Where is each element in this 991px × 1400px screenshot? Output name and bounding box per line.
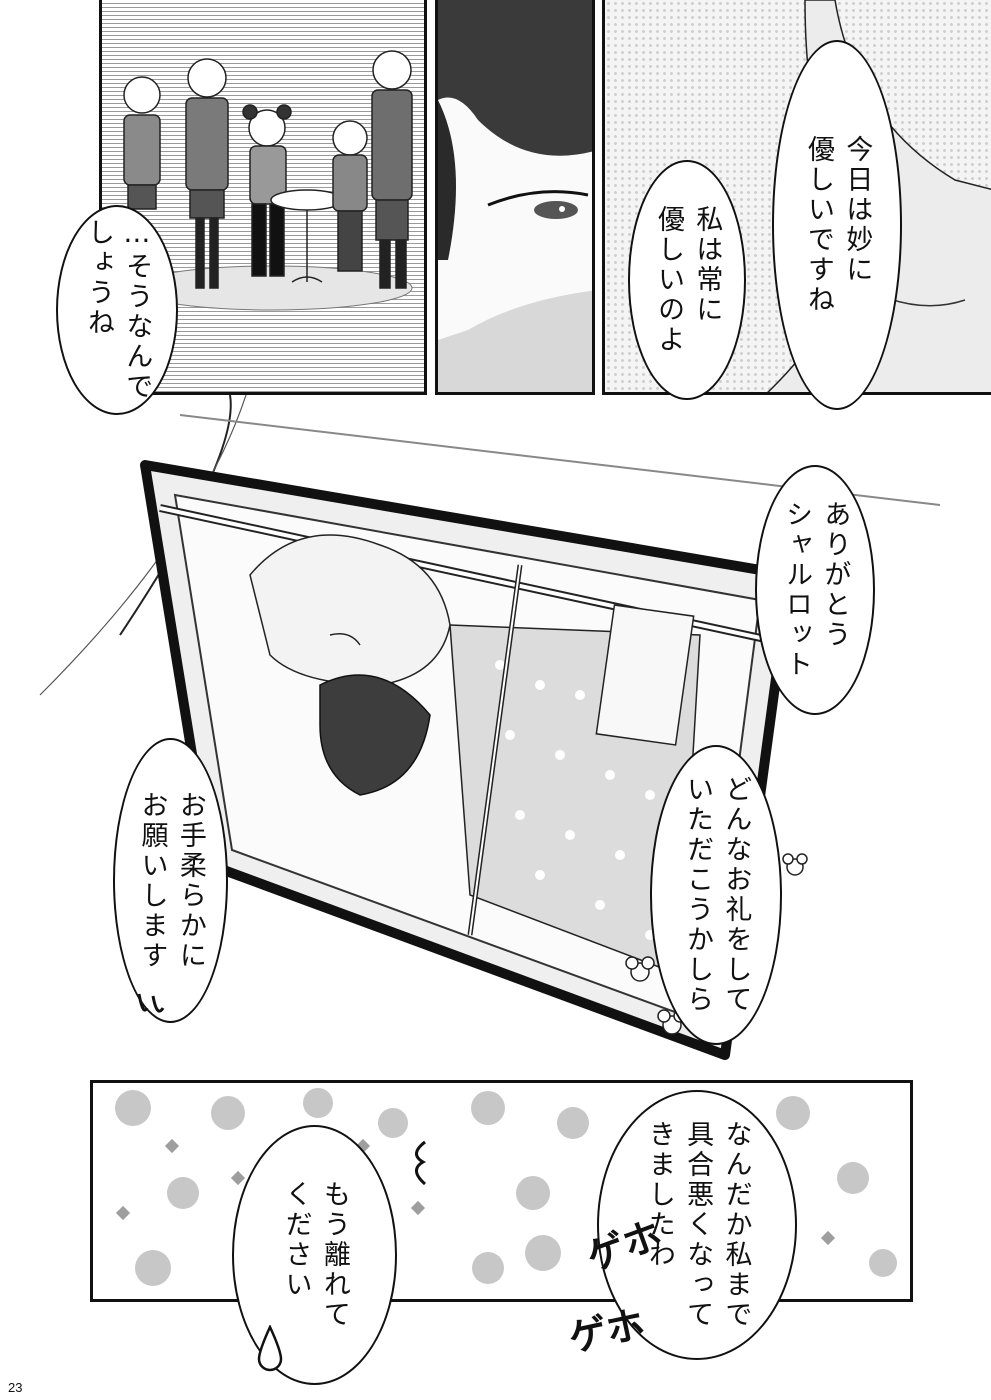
speech-bubble-go-easy: お手柔らかに お願いします (113, 738, 228, 1023)
panel-closeup-face (435, 0, 595, 395)
speech-bubble-what-reward: どんなお礼をして いただこうかしら (650, 745, 782, 1045)
speech-bubble-i-suppose: …そうなんで しょうね (56, 205, 178, 415)
sweat-drop-icon (257, 1325, 283, 1372)
speech-bubble-today-kind: 今日は妙に 優しいですね (772, 40, 902, 410)
tremble-mark-icon (137, 993, 165, 1013)
dialogue-text: …そうなんで しょうね (83, 218, 153, 402)
sfx-cough-2: ゲホ (564, 1301, 649, 1361)
speech-bubble-thank-you: ありがとう シャルロット (755, 465, 875, 715)
speech-bubble-always-kind: 私は常に 優しいのよ (628, 160, 746, 400)
speech-bubble-feeling-unwell: なんだか私まで 具合悪くなって きましたわ (597, 1090, 797, 1360)
squiggle-mark-icon (415, 1140, 427, 1186)
dialogue-text: 私は常に 優しいのよ (653, 205, 723, 355)
dialogue-text: なんだか私まで 具合悪くなって きましたわ (643, 1120, 752, 1330)
window-scene-illustration (39, 395, 941, 1060)
dialogue-text: どんなお礼をして いただこうかしら (682, 775, 752, 1015)
page-number: 23 (8, 1380, 23, 1395)
dialogue-text: 今日は妙に 優しいですね (803, 135, 873, 315)
closeup-face-illustration (438, 0, 592, 392)
dialogue-text: ありがとう シャルロット (781, 500, 851, 680)
tea-party-illustration (123, 50, 413, 311)
dialogue-text: もう離れて ください (280, 1180, 350, 1330)
speech-bubble-move-away: もう離れて ください (232, 1125, 397, 1385)
dialogue-text: お手柔らかに お願いします (136, 790, 206, 971)
